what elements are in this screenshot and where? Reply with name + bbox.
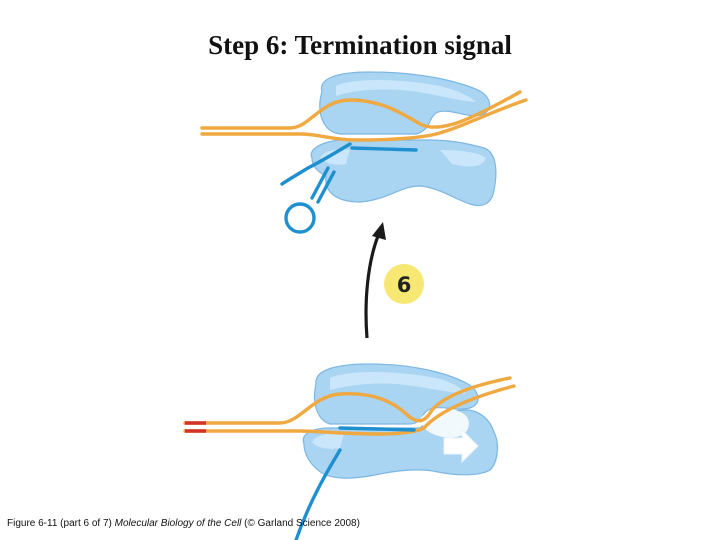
caption-prefix: Figure 6-11 (part 6 of 7) <box>7 518 115 529</box>
slide-title: Step 6: Termination signal <box>208 30 512 60</box>
right-arrow-icon <box>443 428 479 464</box>
rna-hairpin-stem <box>310 166 336 204</box>
polymerase-upper-highlight <box>336 80 476 102</box>
rna-transcript-exit <box>294 448 342 540</box>
rna-transcript-released <box>280 142 352 186</box>
rna-in-channel <box>338 426 416 432</box>
polymerase-active-site <box>420 409 469 438</box>
polymerase-upper-highlight <box>330 372 466 394</box>
step-badge-label: 6 <box>397 273 412 297</box>
caption-suffix: (© Garland Science 2008) <box>241 518 360 529</box>
figure-caption: Figure 6-11 (part 6 of 7) Molecular Biol… <box>7 518 360 529</box>
dna-template-strand-bottom <box>183 376 512 425</box>
terminated-complex <box>200 71 528 234</box>
step-transition: 6 <box>364 222 424 339</box>
rna-hairpin-loop <box>284 202 316 234</box>
caption-book-title: Molecular Biology of the Cell <box>114 518 242 529</box>
polymerase-lower-highlight <box>312 433 344 449</box>
dna-coding-strand-bottom <box>183 384 516 436</box>
termination-sequence-mark <box>185 421 206 433</box>
curved-arrow-icon <box>364 235 380 339</box>
elongating-complex <box>183 363 516 540</box>
curved-arrow-head <box>372 222 386 240</box>
dna-coding-strand-top <box>200 98 528 142</box>
dna-template-strand-top <box>200 90 522 130</box>
polymerase-lower-highlight <box>320 149 350 165</box>
polymerase-lower-highlight-2 <box>440 150 486 167</box>
rna-in-channel <box>350 146 418 152</box>
step-badge <box>384 264 424 304</box>
